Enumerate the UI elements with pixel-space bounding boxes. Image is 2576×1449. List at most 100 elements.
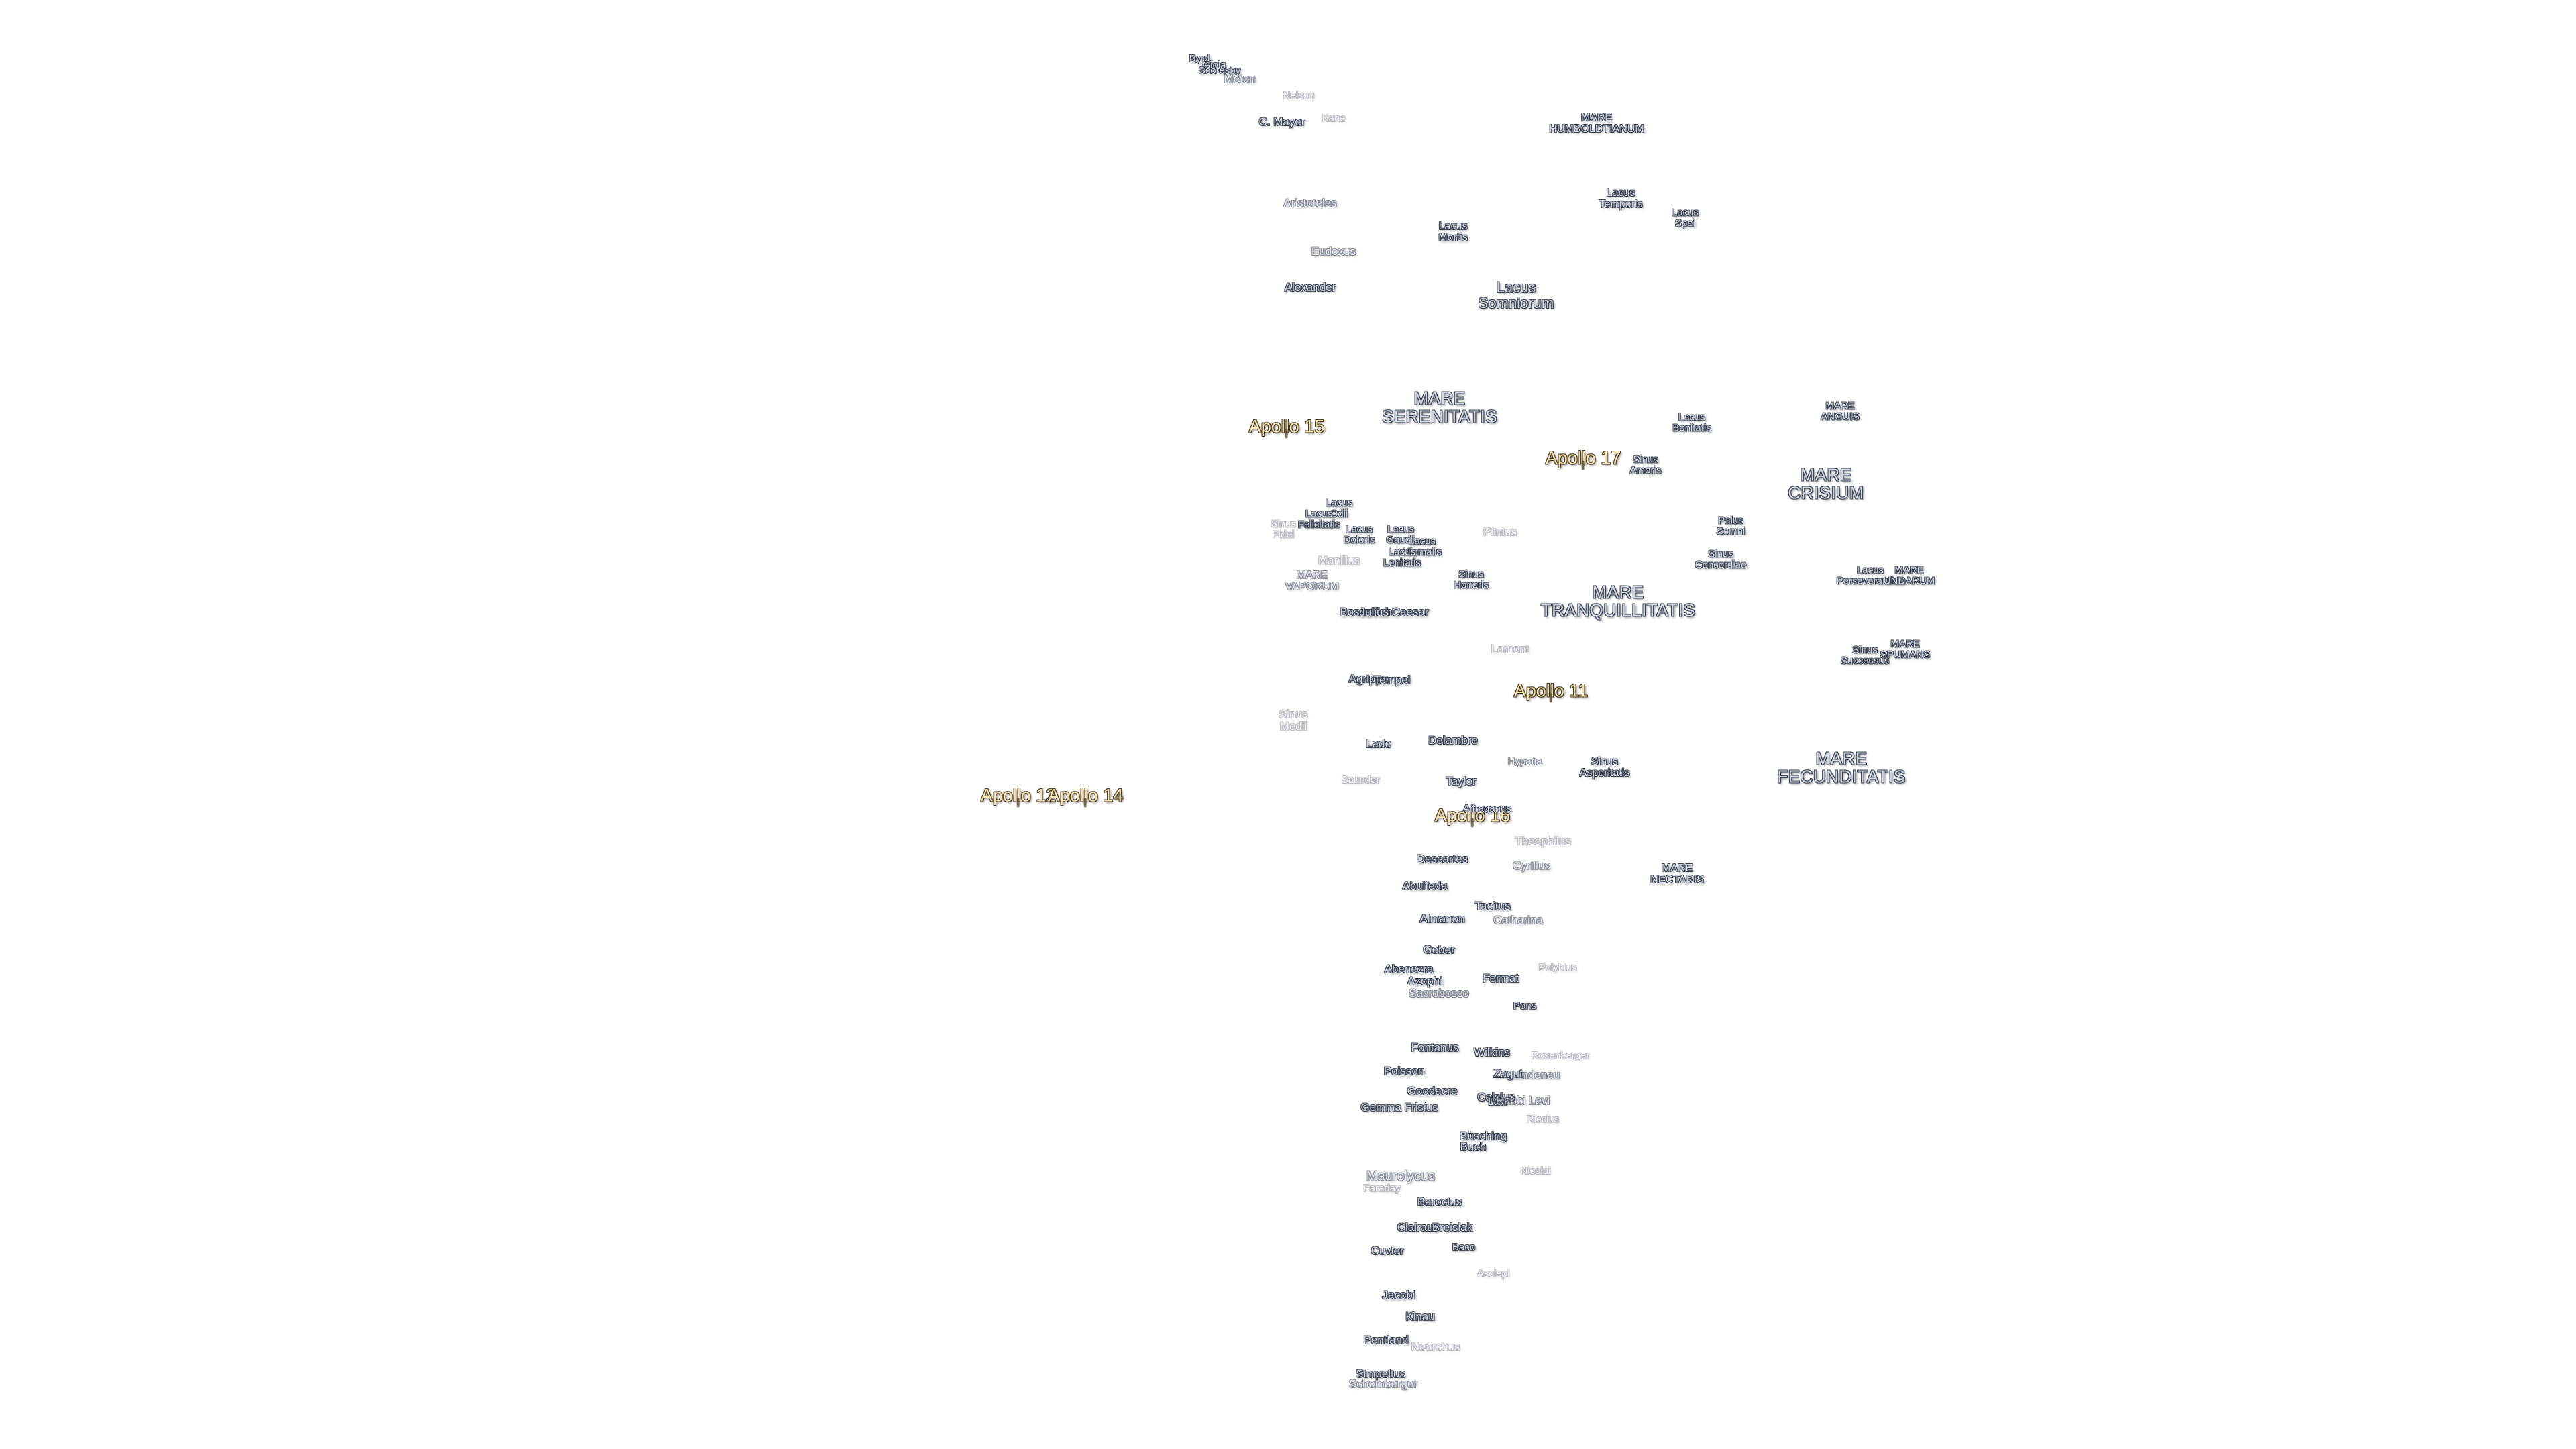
feature-label[interactable]: Maurolycus bbox=[1366, 1169, 1436, 1184]
landing-site-apollo-12[interactable]: Apollo 12 bbox=[981, 786, 1056, 808]
feature-label[interactable]: Clairaut bbox=[1397, 1221, 1437, 1234]
feature-label[interactable]: Geber bbox=[1423, 943, 1455, 957]
feature-label[interactable]: Sinus Concordiae bbox=[1695, 548, 1747, 570]
feature-label[interactable]: MARE NECTARIS bbox=[1650, 863, 1704, 885]
feature-label[interactable]: MARE SERENITATIS bbox=[1381, 388, 1498, 427]
feature-label[interactable]: Buch bbox=[1460, 1140, 1487, 1154]
landing-site-apollo-14[interactable]: Apollo 14 bbox=[1048, 786, 1123, 808]
feature-label[interactable]: Lindenau bbox=[1513, 1069, 1560, 1082]
feature-label[interactable]: Polybius bbox=[1538, 962, 1577, 974]
feature-label[interactable]: Wilkins bbox=[1474, 1046, 1510, 1059]
feature-label[interactable]: Agrippa bbox=[1348, 672, 1389, 686]
feature-label[interactable]: Cuvier bbox=[1371, 1244, 1404, 1258]
landing-site-apollo-17[interactable]: Apollo 17 bbox=[1546, 448, 1621, 470]
feature-label[interactable]: Lade bbox=[1366, 737, 1391, 751]
feature-label[interactable]: Simpelius bbox=[1356, 1367, 1405, 1381]
feature-label[interactable]: Nelson bbox=[1283, 90, 1315, 102]
feature-label[interactable]: Sinus Successus bbox=[1840, 644, 1890, 666]
feature-label[interactable]: Almanon bbox=[1419, 912, 1465, 926]
feature-label[interactable]: Kane bbox=[1322, 113, 1346, 125]
feature-label[interactable]: Lamont bbox=[1491, 643, 1529, 656]
feature-label[interactable]: Gemma Frisius bbox=[1360, 1101, 1438, 1114]
feature-label[interactable]: Nicolai bbox=[1520, 1165, 1551, 1177]
feature-label[interactable]: Sinus Amoris bbox=[1629, 453, 1662, 476]
feature-label[interactable]: Fermat bbox=[1483, 972, 1519, 985]
feature-label[interactable]: Plinius bbox=[1483, 525, 1517, 539]
feature-label[interactable]: Pentland bbox=[1363, 1334, 1409, 1347]
feature-label[interactable]: Breislak bbox=[1432, 1221, 1473, 1234]
feature-label[interactable]: Aristoteles bbox=[1283, 197, 1337, 210]
feature-label[interactable]: Lacus Bonitatis bbox=[1672, 411, 1711, 433]
feature-label[interactable]: Julius Caesar bbox=[1359, 606, 1429, 619]
feature-label[interactable]: Lacus Felicitatis bbox=[1297, 508, 1340, 530]
feature-label[interactable]: Lacus Mortis bbox=[1438, 221, 1468, 244]
feature-label[interactable]: Hypatia bbox=[1507, 756, 1542, 768]
feature-label[interactable]: Scoresby bbox=[1198, 65, 1241, 77]
feature-label[interactable]: MARE VAPORUM bbox=[1285, 570, 1339, 592]
feature-label[interactable]: Rabbi Levi bbox=[1495, 1094, 1550, 1108]
feature-label[interactable]: Goodacre bbox=[1407, 1085, 1458, 1098]
feature-label[interactable]: Byrd bbox=[1189, 53, 1210, 65]
feature-label[interactable]: MARE UNDARUM bbox=[1883, 564, 1935, 586]
feature-label[interactable]: Baco bbox=[1452, 1242, 1476, 1254]
feature-label[interactable]: Taylor bbox=[1446, 775, 1477, 788]
feature-label[interactable]: Saunder bbox=[1341, 774, 1380, 786]
feature-label[interactable]: Sinus Medii bbox=[1279, 708, 1308, 733]
feature-label[interactable]: Riccius bbox=[1526, 1114, 1560, 1126]
landing-site-apollo-16[interactable]: Apollo 16 bbox=[1435, 806, 1510, 828]
feature-label[interactable]: Fontanus bbox=[1411, 1041, 1459, 1055]
feature-label[interactable]: Rosenberger bbox=[1531, 1050, 1590, 1062]
feature-label[interactable]: Alfraganus bbox=[1463, 803, 1511, 815]
feature-label[interactable]: Tempel bbox=[1373, 674, 1411, 687]
feature-label[interactable]: Palus Somni bbox=[1716, 515, 1746, 537]
feature-label[interactable]: MARE SPUMANS bbox=[1880, 638, 1931, 660]
feature-label[interactable]: Kinau bbox=[1405, 1310, 1435, 1324]
feature-label[interactable]: Sinus Honoris bbox=[1454, 568, 1489, 590]
feature-label[interactable]: MARE CRISIUM bbox=[1788, 464, 1864, 503]
feature-label[interactable]: Theophilus bbox=[1515, 835, 1571, 848]
feature-label[interactable]: MARE HUMBOLDTIANUM bbox=[1549, 112, 1644, 135]
feature-label[interactable]: Barocius bbox=[1417, 1195, 1462, 1209]
feature-label[interactable]: Lacus Lenitatis bbox=[1383, 546, 1421, 568]
feature-label[interactable]: Lacus Gaudii bbox=[1386, 523, 1415, 545]
feature-label[interactable]: Boscovich bbox=[1340, 606, 1392, 619]
feature-label[interactable]: Lacus Hiemalis bbox=[1403, 535, 1442, 557]
feature-label[interactable]: Lacus Spei bbox=[1671, 207, 1699, 229]
feature-label[interactable]: Celsius bbox=[1477, 1091, 1515, 1104]
feature-label[interactable]: Jacobi bbox=[1382, 1289, 1415, 1302]
landing-site-apollo-15[interactable]: Apollo 15 bbox=[1249, 417, 1324, 439]
feature-label[interactable]: MARE TRANQUILLITATIS bbox=[1540, 582, 1696, 621]
feature-label[interactable]: Eudoxus bbox=[1311, 245, 1356, 258]
feature-label[interactable]: Catharina bbox=[1493, 914, 1543, 927]
feature-label[interactable]: Gioja bbox=[1202, 60, 1226, 72]
feature-label[interactable]: Faraday bbox=[1363, 1183, 1401, 1195]
feature-label[interactable]: Alexander bbox=[1284, 281, 1336, 294]
feature-label[interactable]: Lacus Perseverantiae bbox=[1836, 564, 1904, 586]
feature-label[interactable]: Meton bbox=[1224, 72, 1256, 86]
feature-label[interactable]: Delambre bbox=[1428, 734, 1478, 747]
feature-label[interactable]: Sinus Fidei bbox=[1271, 518, 1296, 540]
feature-label[interactable]: Azophi bbox=[1407, 975, 1442, 988]
feature-label[interactable]: Abulfeda bbox=[1402, 879, 1448, 893]
feature-label[interactable]: Descartes bbox=[1416, 853, 1468, 866]
feature-label[interactable]: C. Mayer bbox=[1258, 115, 1305, 129]
feature-label[interactable]: Poisson bbox=[1383, 1065, 1425, 1078]
feature-label[interactable]: Lacus Somniorum bbox=[1478, 278, 1554, 311]
feature-label[interactable]: Nearchus bbox=[1411, 1340, 1460, 1354]
feature-label[interactable]: Cyrillus bbox=[1513, 859, 1550, 873]
feature-label[interactable]: Sacrobosco bbox=[1409, 987, 1469, 1000]
feature-label[interactable]: Sinus Asperitatis bbox=[1579, 756, 1630, 779]
landing-site-apollo-11[interactable]: Apollo 11 bbox=[1514, 681, 1588, 703]
feature-label[interactable]: Schomberger bbox=[1348, 1377, 1418, 1391]
feature-label[interactable]: Pons bbox=[1513, 1000, 1537, 1012]
feature-label[interactable]: Abenezra bbox=[1384, 963, 1434, 976]
feature-label[interactable]: Manilius bbox=[1318, 554, 1360, 568]
feature-label[interactable]: Lavi bbox=[1488, 1096, 1507, 1108]
feature-label[interactable]: Lacus Doloris bbox=[1343, 523, 1375, 545]
feature-label[interactable]: MARE FECUNDITATIS bbox=[1777, 748, 1906, 787]
feature-label[interactable]: Tacitus bbox=[1474, 900, 1511, 913]
feature-label[interactable]: Büsching bbox=[1460, 1130, 1507, 1143]
feature-label[interactable]: Zagut bbox=[1493, 1067, 1523, 1081]
feature-label[interactable]: MARE ANGUIS bbox=[1821, 400, 1860, 422]
feature-label[interactable]: Lacus Odii bbox=[1325, 497, 1353, 519]
